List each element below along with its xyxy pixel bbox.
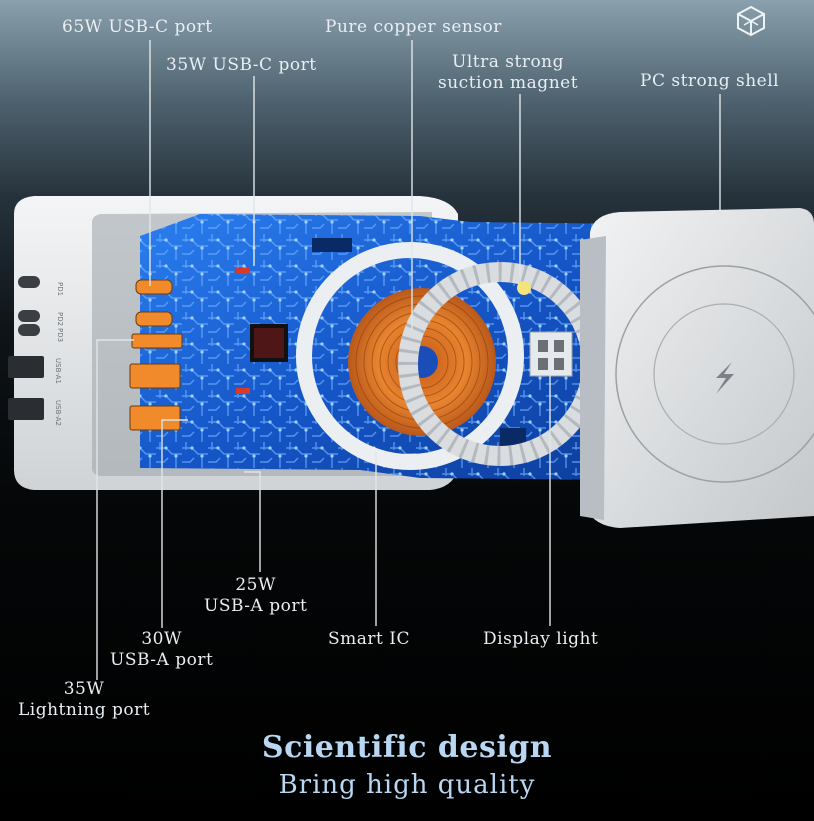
marking-pd1: PD1 [56,282,64,296]
marking-usba2: USB-A2 [54,400,62,426]
headline: Scientific design [261,730,553,765]
shell-port-openings [8,276,44,420]
marking-usba1: USB-A1 [54,358,62,384]
label-65w-usbc-port: 65W USB-C port [62,17,213,37]
label-smart-ic: Smart IC [328,629,410,649]
label-pure-copper-sensor: Pure copper sensor [325,17,502,37]
wireless-pad-shell [586,208,814,528]
label-35w-lightning-port: 35W Lightning port [18,679,151,720]
label-display-light: Display light [483,629,599,649]
label-35w-usbc-port: 35W USB-C port [166,55,317,75]
label-suction-magnet: Ultra strong suction magnet [438,52,579,93]
leader-lines [96,40,721,680]
chip [250,324,288,362]
label-30w-usba-port: 30W USB-A port [110,629,214,670]
display-led [517,281,531,295]
marking-pd2: PD2 [56,312,64,326]
board-ports [129,279,183,431]
ring-frame [296,242,524,470]
marking-pd3: PD3 [56,328,64,342]
label-25w-usba-port: 25W USB-A port [204,575,308,616]
subline: Bring high quality [278,770,536,800]
charging-bolt-icon [716,362,734,394]
cube-logo-icon [737,5,765,37]
label-pc-strong-shell: PC strong shell [640,71,780,91]
